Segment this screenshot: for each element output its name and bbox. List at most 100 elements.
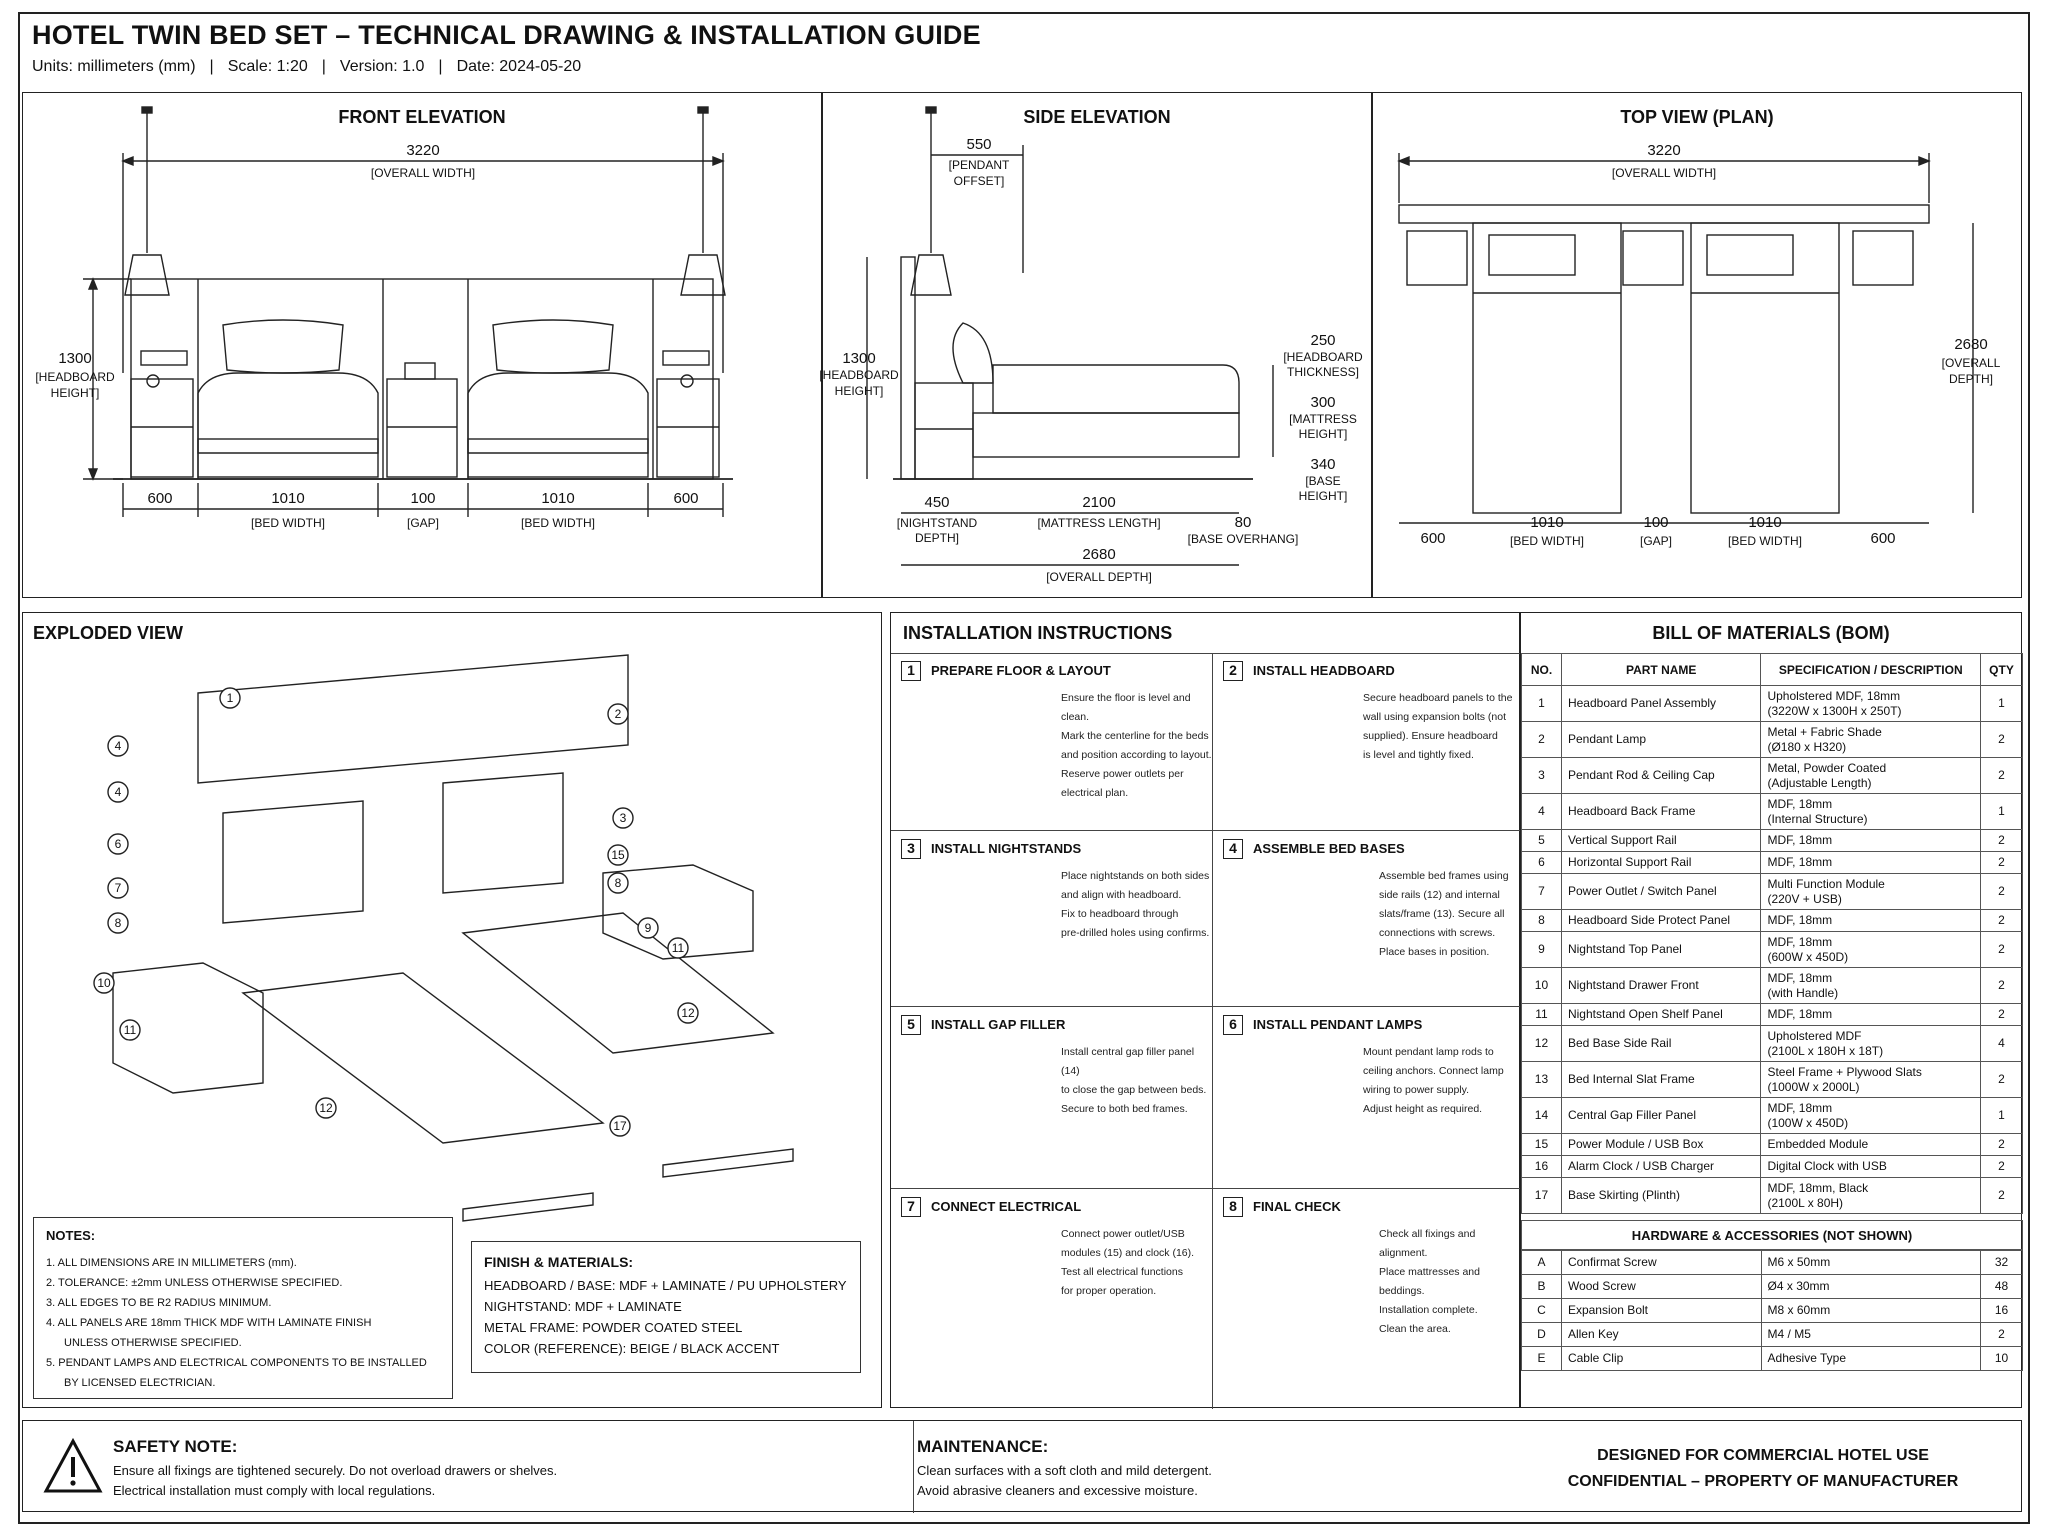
bom-cell-qty: 2 — [1979, 851, 2024, 874]
hardware-cell-qty: 32 — [1980, 1250, 2023, 1275]
bom-cell-part: Base Skirting (Plinth) — [1560, 1177, 1762, 1214]
bed-right — [467, 372, 649, 454]
hardware-cell-spec: M4 / M5 — [1760, 1322, 1982, 1347]
side-elevation-labels: 550 [PENDANT OFFSET] 1300 [HEADBOARD HEI… — [819, 136, 1363, 584]
hardware-cell-spec: M6 x 50mm — [1760, 1250, 1982, 1275]
step-6: 6 INSTALL PENDANT LAMPS Mount pendant la… — [1213, 1007, 1521, 1189]
front-elevation-panel: FRONT ELEVATION — [22, 92, 822, 598]
bom-cell-no: 1 — [1521, 685, 1562, 722]
step-8: 8 FINAL CHECK Check all fixings and alig… — [1213, 1189, 1521, 1409]
bom-cell-part: Pendant Lamp — [1560, 721, 1762, 758]
top-dim-gap: 100 — [1643, 514, 1668, 531]
bom-spec-line: MDF, 18mm — [1767, 1007, 1833, 1021]
side-elevation-panel: SIDE ELEVATION 550 [PENDANT OFFSET] 1300… — [819, 92, 1372, 598]
overall-depth-label: [OVERALL DEPTH] — [1046, 570, 1152, 584]
bom-cell-part: Pendant Rod & Ceiling Cap — [1560, 757, 1762, 794]
hardware-cell-name: Wood Screw — [1560, 1274, 1762, 1299]
bom-cell-spec: Metal + Fabric Shade(Ø180 x H320) — [1760, 721, 1981, 758]
top-dim-bed-left: 1010 — [1530, 514, 1563, 531]
hardware-cell-name: Cable Clip — [1560, 1346, 1762, 1371]
callout-label: 7 — [115, 881, 122, 895]
notes-box: NOTES: 1. ALL DIMENSIONS ARE IN MILLIMET… — [33, 1217, 453, 1399]
bom-spec-line: Multi Function Module — [1767, 876, 1885, 891]
hardware-cell-qty: 10 — [1980, 1346, 2023, 1371]
headboard-height-label2: HEIGHT] — [51, 386, 100, 400]
exploded-bed-base-right — [461, 912, 775, 1054]
warning-icon — [43, 1437, 103, 1493]
nightstand-plan-right — [1852, 230, 1914, 286]
callout-2: 2 — [607, 703, 629, 725]
callout-label: 15 — [611, 848, 625, 862]
hardware-cell-no: D — [1521, 1322, 1562, 1347]
hardware-cell-spec: Ø4 x 30mm — [1760, 1274, 1982, 1299]
switch-panel-left — [140, 350, 188, 366]
callout-label: 3 — [620, 811, 627, 825]
bed-left — [197, 372, 379, 454]
hardware-cell-qty: 16 — [1980, 1298, 2023, 1323]
bom-spec-line: (with Handle) — [1767, 985, 1839, 1000]
side-height-value: 1300 — [842, 350, 875, 367]
alarm-clock — [404, 362, 436, 380]
step-5-text: Install central gap filler panel (14)to … — [1061, 1046, 1207, 1115]
bom-cell-spec: Metal, Powder Coated(Adjustable Length) — [1760, 757, 1981, 794]
callout-10: 10 — [93, 972, 115, 994]
bom-spec-line: MDF, 18mm — [1767, 970, 1833, 985]
hardware-cell-no: E — [1521, 1346, 1562, 1371]
exploded-view-title: EXPLODED VIEW — [33, 623, 184, 643]
bom-header-qty: QTY — [1979, 653, 2024, 686]
side-elevation-title: SIDE ELEVATION — [1023, 107, 1171, 127]
base-overhang-value: 80 — [1235, 514, 1252, 531]
callout-label: 12 — [319, 1101, 333, 1115]
mattress-length-label: [MATTRESS LENGTH] — [1037, 516, 1160, 530]
bom-spec-line: MDF, 18mm — [1767, 934, 1833, 949]
step-4: 4 ASSEMBLE BED BASES Assemble bed frames… — [1213, 831, 1521, 1007]
base-height-label1: [BASE — [1305, 474, 1340, 488]
maintenance-line-2: Avoid abrasive cleaners and excessive mo… — [917, 1483, 1198, 1498]
bom-spec-line: Embedded Module — [1767, 1137, 1869, 1151]
hardware-cell-spec: M8 x 60mm — [1760, 1298, 1982, 1323]
scale-label: Scale: 1:20 — [227, 58, 308, 75]
dim-bed-left-label: [BED WIDTH] — [251, 516, 325, 530]
units-label: Units: millimeters (mm) — [32, 58, 196, 75]
bom-cell-no: 3 — [1521, 757, 1562, 794]
nightstand-plan-center — [1622, 230, 1684, 286]
bom-cell-no: 12 — [1521, 1025, 1562, 1062]
bom-cell-spec: MDF, 18mm(600W x 450D) — [1760, 931, 1981, 968]
headboard-height-label1: [HEADBOARD — [35, 370, 115, 384]
callout-6: 6 — [107, 833, 129, 855]
bom-spec-line: (1000W x 2000L) — [1767, 1079, 1860, 1094]
step-5-title: INSTALL GAP FILLER — [931, 1017, 1066, 1032]
base-height-label2: HEIGHT] — [1299, 489, 1348, 503]
finish-line-3: METAL FRAME: POWDER COATED STEEL — [484, 1320, 743, 1335]
top-overall-depth-label2: DEPTH] — [1949, 372, 1993, 386]
bom-spec-line: Metal, Powder Coated — [1767, 760, 1887, 775]
callout-label: 11 — [124, 1023, 137, 1037]
pendant-offset-label2: OFFSET] — [954, 174, 1005, 188]
callout-label: 6 — [115, 837, 122, 851]
safety-note-title: SAFETY NOTE: — [113, 1437, 238, 1456]
bom-cell-part: Alarm Clock / USB Charger — [1560, 1155, 1762, 1178]
bom-cell-spec: Steel Frame + Plywood Slats(1000W x 2000… — [1760, 1061, 1981, 1098]
pendant-offset-label1: [PENDANT — [949, 158, 1010, 172]
step-2: 2 INSTALL HEADBOARD Secure headboard pan… — [1213, 653, 1521, 831]
headboard-plan — [1398, 204, 1930, 224]
bom-cell-part: Headboard Side Protect Panel — [1560, 909, 1762, 932]
bom-cell-spec: Upholstered MDF(2100L x 180H x 18T) — [1760, 1025, 1981, 1062]
bom-cell-no: 9 — [1521, 931, 1562, 968]
top-view-labels: 3220 [OVERALL WIDTH] 2680 [OVERALL DEPTH… — [1420, 142, 2000, 548]
bom-spec-line: Upholstered MDF, 18mm — [1767, 688, 1901, 703]
version-label: Version: 1.0 — [339, 58, 425, 75]
dim-bed-right: 1010 — [541, 490, 574, 507]
bom-cell-qty: 1 — [1979, 685, 2024, 722]
